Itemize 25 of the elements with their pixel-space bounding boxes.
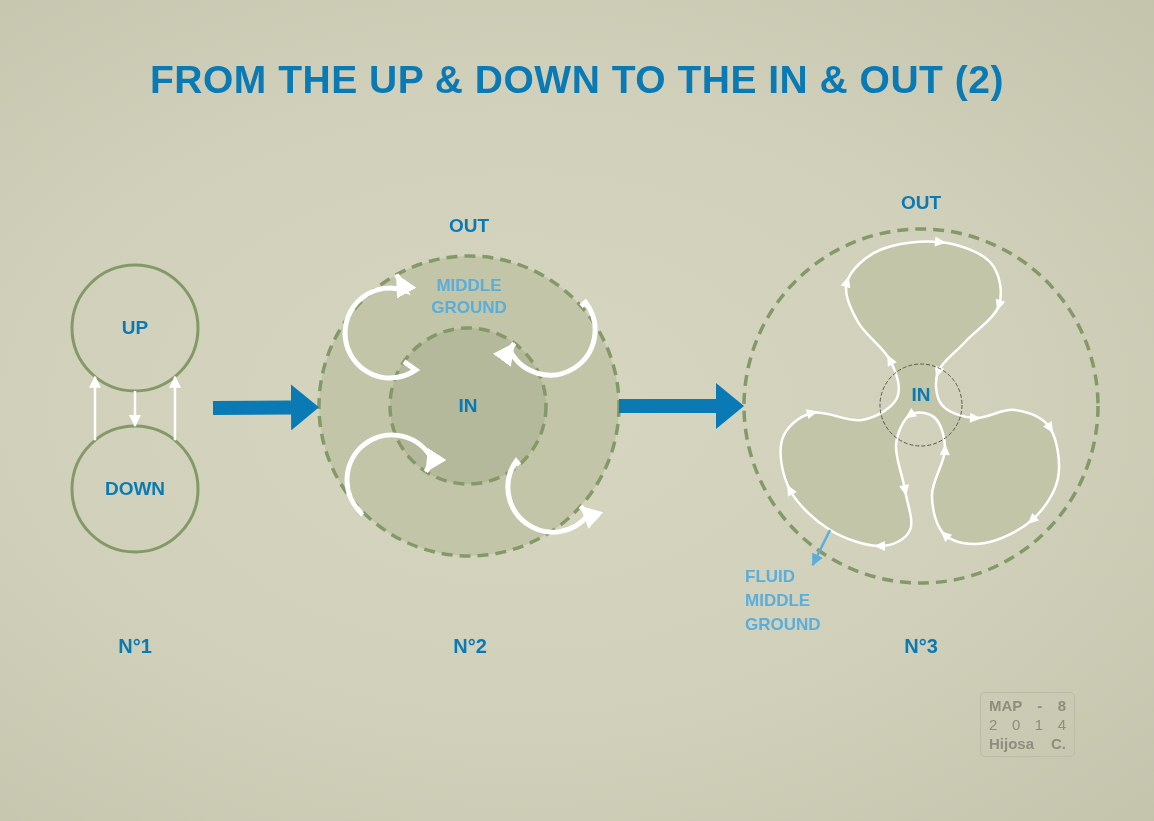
- stamp-text: Hijosa C.: [989, 735, 1066, 752]
- circle-label: IN: [457, 395, 479, 417]
- curved-arrow: [505, 458, 604, 535]
- arrow: [212, 384, 319, 431]
- circle-label: UP: [120, 317, 150, 339]
- curved-arrow: [344, 432, 447, 516]
- zone-heading: OUT: [447, 215, 491, 237]
- zone-heading: OUT: [899, 192, 943, 214]
- curved-arrow: [493, 299, 598, 378]
- title: FROM THE UP & DOWN TO THE IN & OUT (2): [149, 58, 1005, 102]
- arrow: [619, 383, 744, 429]
- panel-number: N°3: [903, 635, 939, 658]
- arrow: [129, 391, 141, 427]
- stamp-text: MAP - 8: [989, 697, 1066, 714]
- circle-label: IN: [910, 384, 932, 406]
- arrow: [89, 375, 101, 441]
- arrow: [169, 375, 181, 441]
- zone-label: MIDDLE GROUND: [430, 275, 508, 319]
- curved-arrow: [342, 273, 419, 381]
- stamp-text: 2 0 1 4: [989, 716, 1066, 733]
- circle-label: DOWN: [103, 478, 167, 500]
- panel-number: N°2: [452, 635, 488, 658]
- leader-line: [811, 529, 832, 566]
- callout-label: FLUID MIDDLE GROUND: [745, 566, 822, 636]
- panel-number: N°1: [117, 635, 153, 658]
